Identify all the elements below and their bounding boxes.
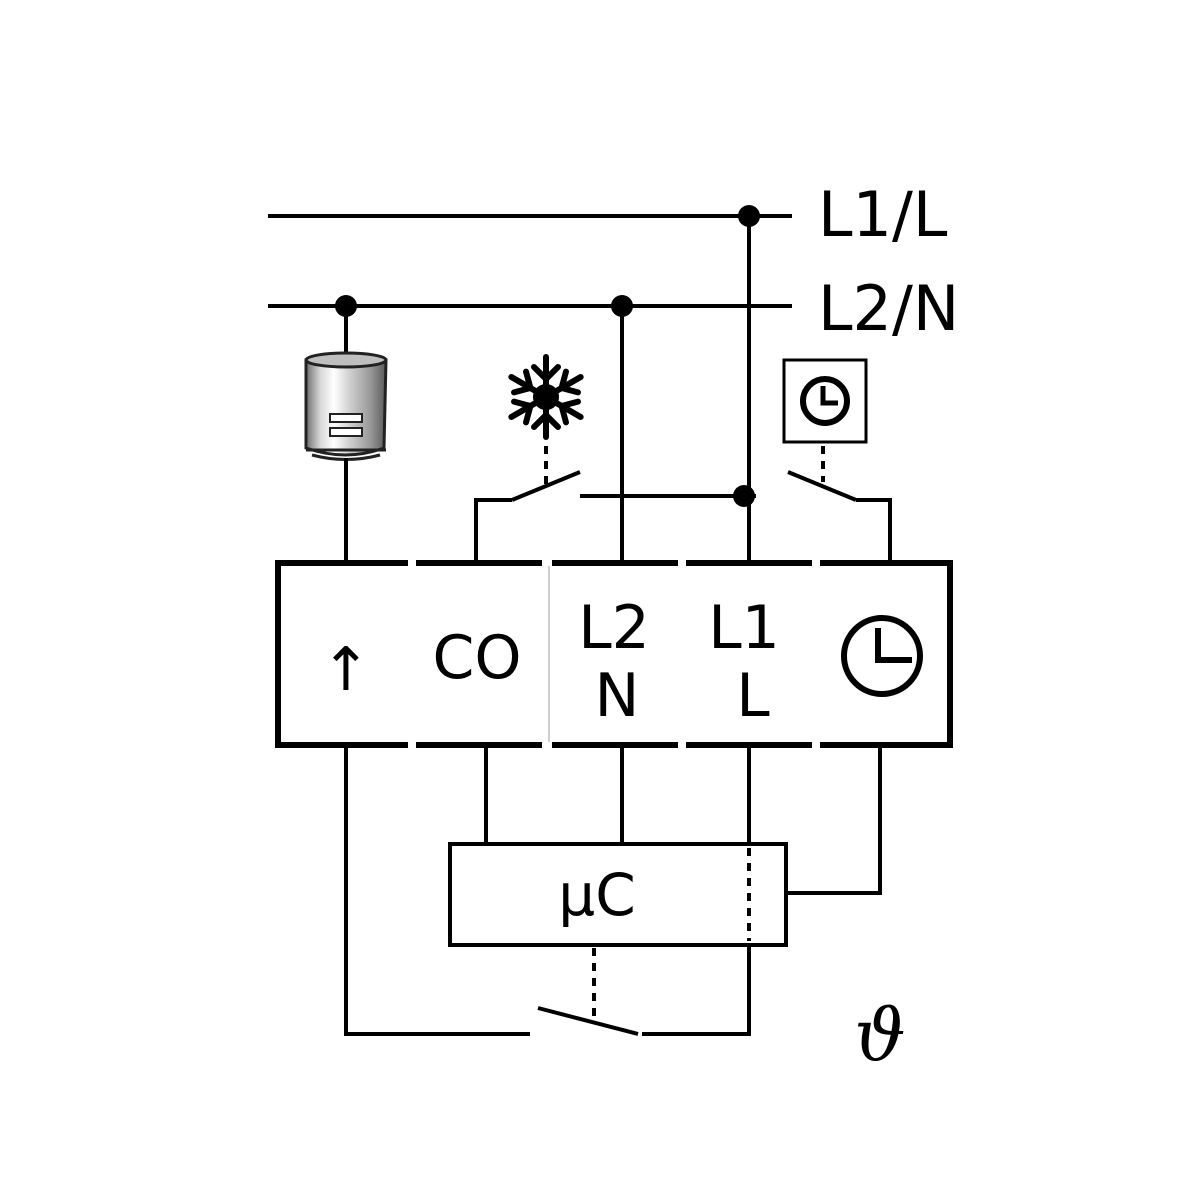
terminal-block (275, 560, 953, 748)
rail-l1-label: L1/L (818, 178, 948, 251)
timer-switch (744, 470, 892, 560)
temperature-sensor-symbol: ϑ (854, 993, 905, 1077)
junction-l1-rail (738, 205, 760, 227)
wire-actuator-return (344, 747, 530, 1036)
valve-actuator-icon (304, 351, 388, 461)
rail-l2-label: L2/N (818, 272, 959, 345)
microcontroller-box (448, 842, 788, 947)
timer-clock-icon (782, 358, 868, 444)
terminal-5-clock-icon (841, 615, 923, 697)
junction-l2-rail-actuator (335, 295, 357, 317)
terminal-1-arrow-up-icon: ↑ (321, 635, 371, 705)
cooling-switch (474, 470, 744, 560)
temperature-switch (537, 945, 751, 1036)
terminal-4-label-bottom: L (736, 661, 770, 731)
junction-l2-rail-terminal (611, 295, 633, 317)
terminal-2-label: CO (432, 623, 521, 693)
terminal-3-label-top: L2 (578, 593, 650, 663)
snowflake-icon (508, 354, 584, 440)
microcontroller-label: μC (558, 861, 635, 929)
terminal-4-label-top: L1 (708, 593, 780, 663)
wire-timer-to-uc (786, 747, 882, 895)
terminal-3-label-bottom: N (595, 661, 640, 731)
